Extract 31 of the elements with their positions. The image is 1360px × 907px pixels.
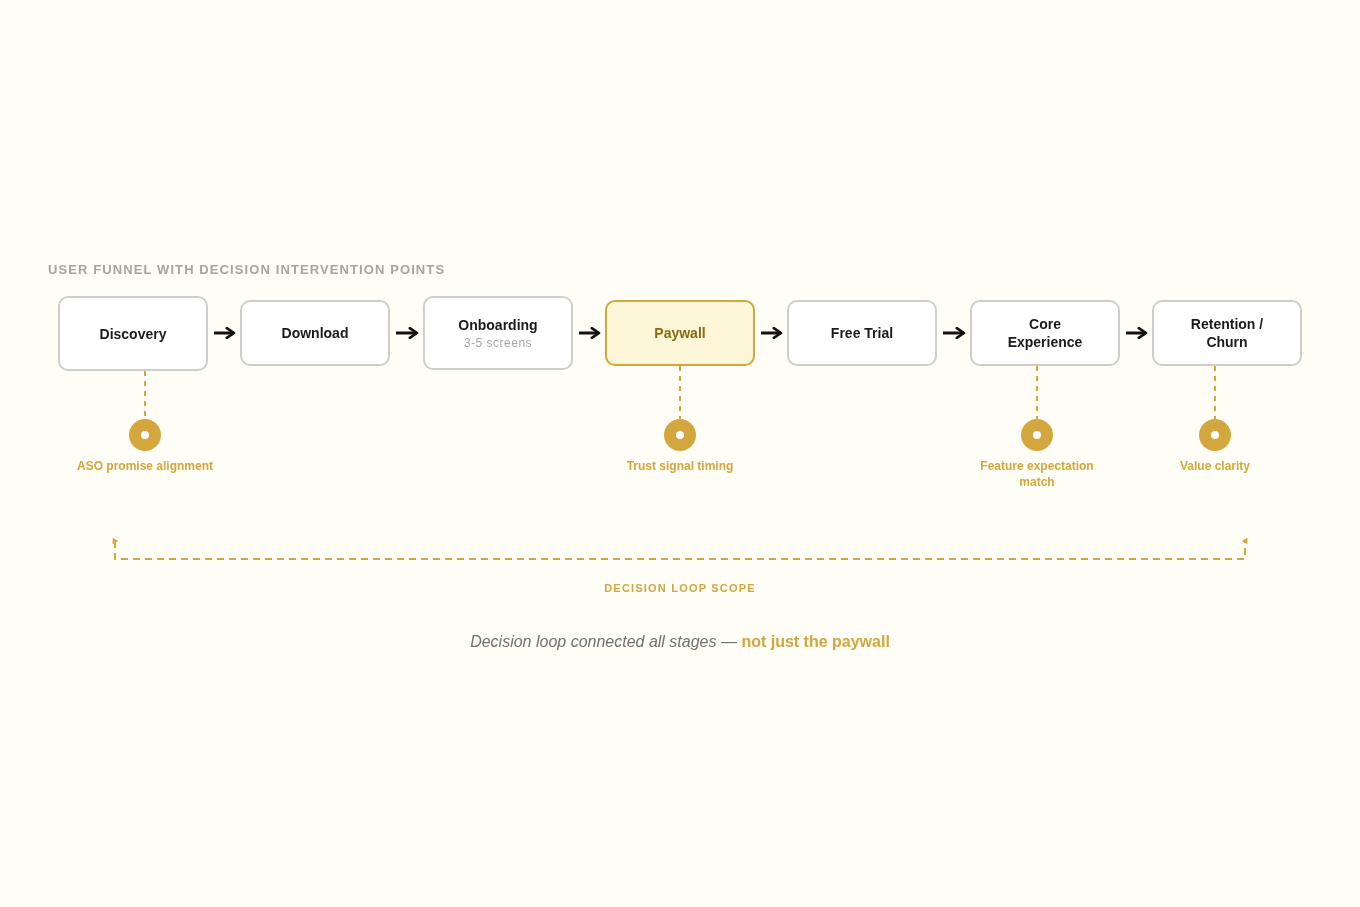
stage-box	[240, 300, 390, 366]
stage-label: Core Experience	[1006, 315, 1084, 351]
arrow	[761, 326, 783, 340]
arrow	[579, 326, 601, 340]
arrow	[1126, 326, 1148, 340]
arrow	[943, 326, 966, 340]
stage-note: 3-5 screens	[463, 336, 533, 350]
dashed-connector	[679, 365, 681, 420]
intervention-label: Trust signal timing	[626, 458, 734, 474]
stage-label: Discovery	[99, 324, 167, 343]
stage-box	[423, 296, 573, 370]
stage-label: Free Trial	[830, 324, 894, 342]
intervention-label: Value clarity	[1179, 458, 1250, 474]
caption: Decision loop connected all stages — not just the paywall	[469, 633, 891, 651]
arrow	[214, 326, 236, 340]
dashed-connector	[1214, 365, 1216, 420]
stage-box	[787, 300, 937, 366]
stage-label: Retention / Churn	[1189, 315, 1265, 351]
intervention-label: ASO promise alignment	[77, 458, 213, 474]
bracket-label: DECISION LOOP SCOPE	[603, 582, 757, 594]
stage-box	[970, 300, 1120, 366]
arrow	[396, 326, 419, 340]
stage-label: Paywall	[654, 324, 706, 342]
diagram-title: USER FUNNEL WITH DECISION INTERVENTION POINTS	[48, 262, 446, 277]
stage-box	[1152, 300, 1302, 366]
stage-label: Onboarding	[458, 316, 538, 334]
stage-box	[58, 296, 208, 371]
dashed-connector	[1036, 365, 1038, 420]
highlighted-stage-box	[605, 300, 755, 366]
stage-label: Download	[281, 324, 349, 342]
intervention-label: Feature expectation match	[979, 458, 1095, 490]
